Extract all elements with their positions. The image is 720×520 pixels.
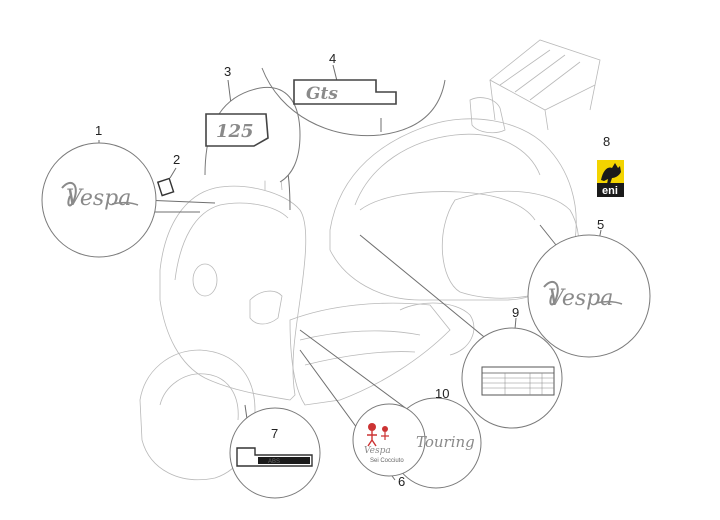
decal-vespa-left: Vespa	[61, 181, 139, 211]
callout-circle-7	[229, 407, 321, 499]
vespa-left-text: Vespa	[66, 186, 131, 211]
callout-number-1: 1	[95, 123, 102, 138]
callout-circle-1	[41, 142, 157, 258]
decal-abs: ABS	[236, 447, 313, 467]
decal-touring: Touring	[416, 433, 475, 451]
mascot-vespa-text: Vespa	[364, 446, 391, 456]
mascot-sub-text: Sei Cocciuto	[370, 458, 404, 464]
callout-number-3: 3	[224, 64, 231, 79]
decal-small-badge	[156, 177, 175, 197]
callout-number-2: 2	[173, 152, 180, 167]
decal-125-badge: 125	[205, 113, 269, 147]
callout-number-6: 6	[398, 474, 405, 489]
callout-number-9: 9	[512, 305, 519, 320]
callout-number-4: 4	[329, 51, 336, 66]
vespa-right-text: Vespa	[548, 286, 613, 311]
decal-info-table	[481, 366, 555, 396]
eni-text: eni	[602, 185, 618, 197]
decal-mascot: Vespa Sei Cocciuto	[364, 423, 404, 464]
abs-text: ABS	[268, 459, 280, 465]
badge-125-text: 125	[216, 121, 254, 142]
callout-circle-5	[527, 234, 651, 358]
decal-eni-logo: eni	[597, 160, 624, 197]
decal-gts-badge: Gts	[293, 79, 397, 105]
callout-circle-6	[352, 403, 426, 477]
eni-dog-icon	[601, 163, 621, 184]
callout-number-8: 8	[603, 134, 610, 149]
callout-number-7: 7	[271, 426, 278, 441]
decal-vespa-right: Vespa	[543, 280, 623, 311]
touring-text: Touring	[416, 433, 475, 451]
badge-gts-text: Gts	[306, 84, 338, 104]
callout-number-10: 10	[435, 386, 449, 401]
callout-circle-4	[261, 67, 446, 137]
callout-number-5: 5	[597, 217, 604, 232]
